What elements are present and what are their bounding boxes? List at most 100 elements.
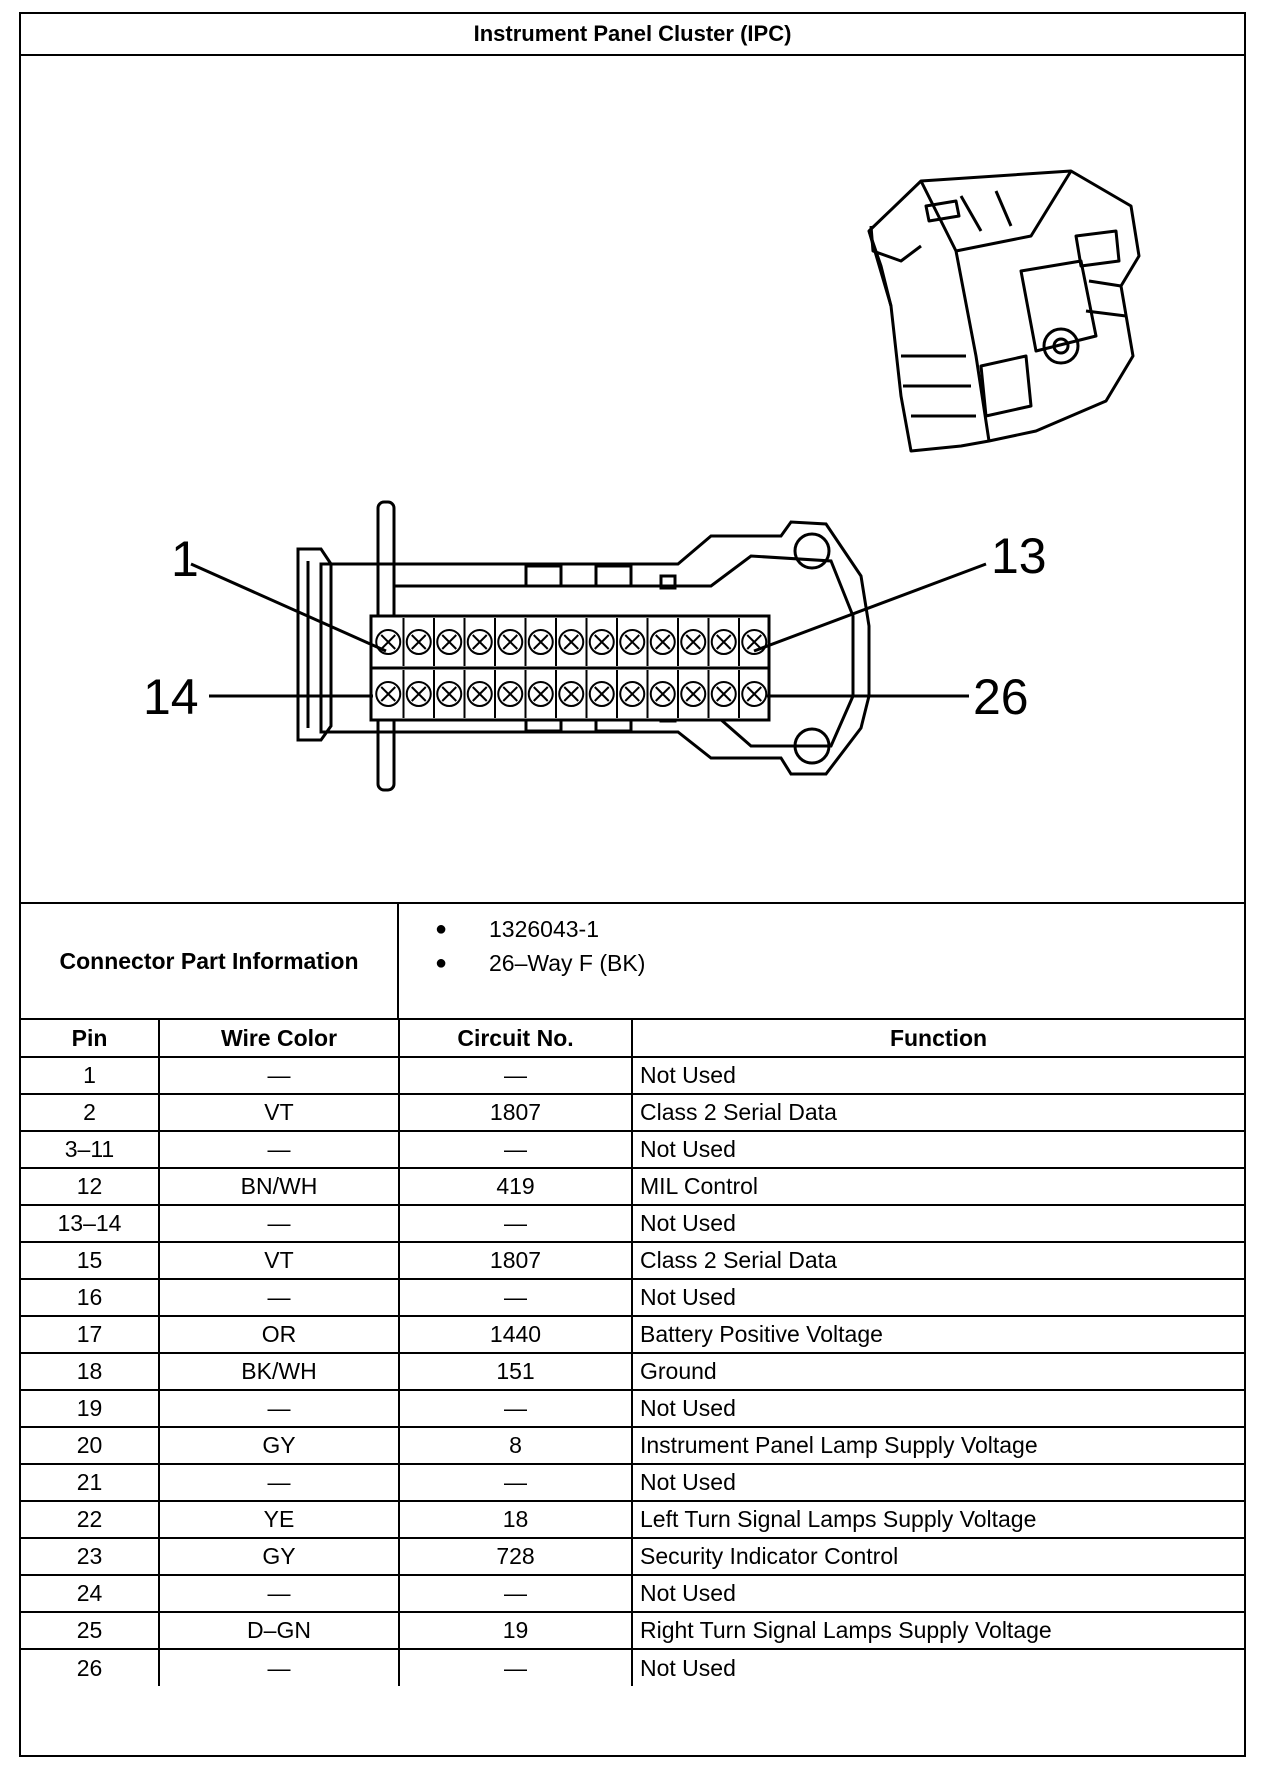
table-row: 16——Not Used	[21, 1278, 1244, 1317]
function-cell: Not Used	[631, 1130, 1244, 1169]
circuit-cell: —	[398, 1056, 633, 1095]
callout-pin-26: 26	[973, 669, 1029, 725]
wire-color-cell: YE	[158, 1500, 400, 1539]
terminal-cavity-mark	[380, 634, 396, 650]
terminal-cavity-mark	[685, 634, 701, 650]
terminal-cavity-mark	[624, 634, 640, 650]
wire-color-cell: GY	[158, 1537, 400, 1576]
bullet-icon: ●	[435, 952, 448, 974]
function-cell: Not Used	[631, 1204, 1244, 1243]
circuit-cell: —	[398, 1648, 633, 1686]
circuit-cell: 1807	[398, 1241, 633, 1280]
page-title: Instrument Panel Cluster (IPC)	[21, 14, 1244, 56]
wire-color-cell: —	[158, 1389, 400, 1428]
wire-color-cell: —	[158, 1278, 400, 1317]
leader-pin-1	[190, 562, 387, 653]
pin-cell: 13–14	[21, 1204, 160, 1243]
connector-3d-view	[867, 169, 1141, 453]
terminal-cavity	[497, 629, 524, 655]
terminal-cavity-mark	[594, 686, 610, 702]
terminal-cavity	[436, 681, 463, 707]
wire-color-cell: BN/WH	[158, 1167, 400, 1206]
circuit-cell: —	[398, 1130, 633, 1169]
pin-cell: 2	[21, 1093, 160, 1132]
pin-cell: 17	[21, 1315, 160, 1354]
terminal-cavity-mark	[472, 634, 488, 650]
connector-description: 26–Way F (BK)	[489, 950, 646, 976]
table-header-row: Pin Wire Color Circuit No. Function	[21, 1020, 1244, 1058]
connector-part-info: Connector Part Information ● 1326043-1 ●…	[21, 904, 1244, 1020]
function-cell: Not Used	[631, 1574, 1244, 1613]
callout-leaders	[190, 562, 987, 698]
connector-illustration: 1 13 14 26	[21, 56, 1244, 904]
wire-color-cell: —	[158, 1463, 400, 1502]
list-item: ● 26–Way F (BK)	[399, 946, 645, 980]
column-header-pin: Pin	[21, 1020, 160, 1058]
terminal-cavity	[375, 629, 402, 655]
function-cell: MIL Control	[631, 1167, 1244, 1206]
wire-color-cell: VT	[158, 1241, 400, 1280]
terminal-cavity-mark	[746, 686, 762, 702]
callout-pin-14: 14	[143, 669, 199, 725]
terminal-cavity	[375, 681, 402, 707]
terminal-cavity	[619, 629, 646, 655]
wire-color-cell: BK/WH	[158, 1352, 400, 1391]
column-header-wire-color: Wire Color	[158, 1020, 400, 1058]
table-row: 1——Not Used	[21, 1056, 1244, 1095]
pin-cell: 22	[21, 1500, 160, 1539]
callout-pin-13: 13	[991, 528, 1047, 584]
wire-color-cell: —	[158, 1574, 400, 1613]
wire-color-cell: VT	[158, 1093, 400, 1132]
circuit-cell: 18	[398, 1500, 633, 1539]
table-row: 13–14——Not Used	[21, 1204, 1244, 1243]
terminal-cavity-mark	[411, 634, 427, 650]
function-cell: Class 2 Serial Data	[631, 1241, 1244, 1280]
terminal-cavity-mark	[685, 686, 701, 702]
part-number: 1326043-1	[489, 916, 599, 942]
terminal-cavity	[497, 681, 524, 707]
terminal-cavity	[741, 629, 768, 655]
function-cell: Not Used	[631, 1389, 1244, 1428]
pin-cell: 26	[21, 1648, 160, 1686]
pin-cell: 20	[21, 1426, 160, 1465]
terminal-cavity	[558, 629, 585, 655]
circuit-cell: —	[398, 1278, 633, 1317]
terminal-cavity	[405, 681, 432, 707]
function-cell: Class 2 Serial Data	[631, 1093, 1244, 1132]
terminal-cavity-mark	[563, 686, 579, 702]
pin-cell: 1	[21, 1056, 160, 1095]
terminal-cavity-mark	[594, 634, 610, 650]
terminal-cavity	[466, 629, 493, 655]
pin-table: Pin Wire Color Circuit No. Function 1——N…	[21, 1020, 1244, 1686]
pin-cell: 24	[21, 1574, 160, 1613]
terminal-cavity-mark	[655, 686, 671, 702]
terminal-cavity-mark	[716, 634, 732, 650]
circuit-cell: —	[398, 1463, 633, 1502]
leader-pin-13	[753, 562, 987, 653]
table-row: 19——Not Used	[21, 1389, 1244, 1428]
terminal-cavity	[649, 629, 676, 655]
wire-color-cell: —	[158, 1130, 400, 1169]
terminal-cavity	[588, 681, 615, 707]
function-cell: Not Used	[631, 1648, 1244, 1686]
table-row: 26——Not Used	[21, 1648, 1244, 1686]
pin-cell: 15	[21, 1241, 160, 1280]
circuit-cell: 1807	[398, 1093, 633, 1132]
pin-cell: 21	[21, 1463, 160, 1502]
circuit-cell: 1440	[398, 1315, 633, 1354]
terminal-cavity-mark	[655, 634, 671, 650]
terminal-cavity	[680, 629, 707, 655]
terminal-cavity-mark	[441, 634, 457, 650]
column-header-circuit: Circuit No.	[398, 1020, 633, 1058]
terminal-cavity	[741, 681, 768, 707]
terminal-cavity-mark	[533, 634, 549, 650]
wire-color-cell: —	[158, 1056, 400, 1095]
